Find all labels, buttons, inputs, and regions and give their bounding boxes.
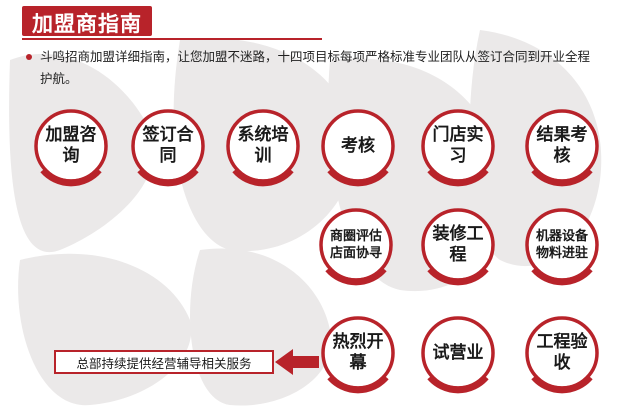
- step-label: 门店实习: [432, 125, 484, 166]
- step-8: 装修工程: [420, 207, 496, 286]
- step-label: 考核: [341, 135, 375, 156]
- step-label: 结果考核: [536, 125, 588, 166]
- footer-note-text: 总部持续提供经营辅导相关服务: [76, 355, 252, 371]
- step-9: 机器设备物料进驻: [524, 207, 600, 286]
- step-3: 系统培训: [225, 108, 301, 187]
- step-6: 结果考核: [524, 108, 600, 187]
- step-5: 门店实习: [420, 108, 496, 187]
- step-label: 试营业: [432, 342, 484, 363]
- intro-text: 斗鸣招商加盟详细指南，让您加盟不迷路，十四项目标每项严格标准专业团队从签订合同到…: [40, 49, 591, 86]
- step-2: 签订合同: [130, 108, 206, 187]
- footer-note-box: 总部持续提供经营辅导相关服务: [54, 350, 274, 374]
- step-11: 试营业: [420, 315, 496, 394]
- step-4: 考核: [320, 108, 396, 187]
- step-label: 工程验收: [536, 332, 588, 373]
- step-label: 装修工程: [432, 224, 484, 265]
- arrow-left-icon: [275, 349, 319, 375]
- step-label: 机器设备物料进驻: [535, 229, 588, 261]
- step-label: 商圈评估店面协寻: [329, 229, 382, 261]
- title-background: [22, 6, 152, 36]
- page-title: 加盟商指南: [32, 12, 142, 36]
- intro-paragraph: 斗鸣招商加盟详细指南，让您加盟不迷路，十四项目标每项严格标准专业团队从签订合同到…: [26, 46, 600, 90]
- step-10: 热烈开幕: [320, 315, 396, 394]
- step-label: 热烈开幕: [332, 332, 384, 373]
- step-12: 工程验收: [524, 315, 600, 394]
- step-7: 商圈评估店面协寻: [318, 207, 394, 286]
- step-1: 加盟咨询: [33, 108, 109, 187]
- title-underline: [22, 38, 322, 40]
- step-label: 签订合同: [142, 125, 194, 166]
- title-bar: 加盟商指南: [22, 6, 202, 40]
- bullet-dot-icon: [26, 54, 32, 60]
- step-label: 系统培训: [237, 125, 289, 166]
- step-label: 加盟咨询: [45, 125, 97, 166]
